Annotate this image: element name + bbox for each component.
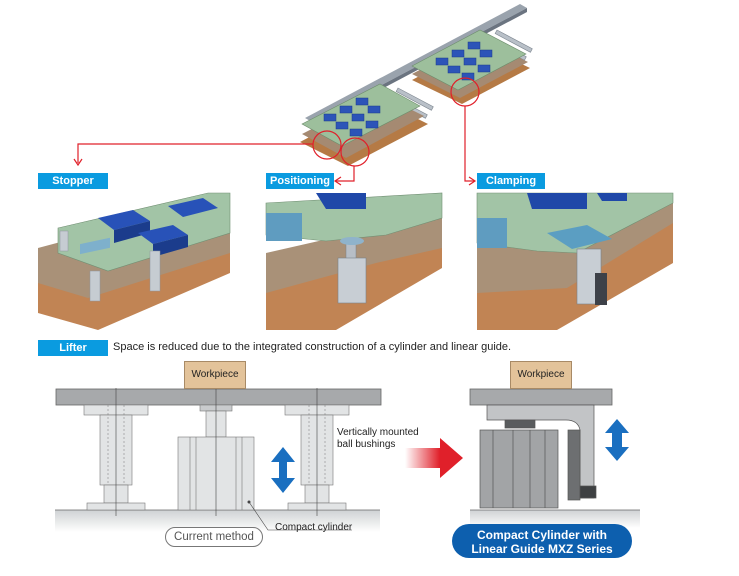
stopper-detail-illustration [38, 192, 231, 330]
leader-line-clamping [464, 106, 474, 182]
overview-assembly-illustration [73, 4, 533, 186]
ball-bushings-label-line1: Vertically mounted [337, 427, 419, 438]
lift-table-new [469, 388, 613, 406]
badge-positioning: Positioning [266, 173, 334, 189]
badge-stopper: Stopper [38, 173, 108, 189]
guide-rail [305, 4, 527, 122]
badge-lifter: Lifter [38, 340, 108, 356]
positioning-detail-illustration [265, 192, 443, 330]
callout-circle-positioning [340, 137, 370, 167]
transition-arrow [405, 438, 463, 478]
vertical-motion-arrow-current [271, 447, 295, 493]
floor [55, 510, 380, 532]
mxz-series-label-line1: Compact Cylinder with [476, 528, 607, 542]
current-method-label: Current method [165, 527, 263, 547]
compact-cylinder-label: Compact cylinder [275, 522, 353, 533]
compact-cylinder-leader [248, 501, 352, 531]
lifter-description: Space is reduced due to the integrated c… [113, 341, 512, 353]
vertical-motion-arrow-new [605, 419, 629, 461]
ball-bushings-label-line2: ball bushings [337, 439, 396, 450]
mxz-series-label: Compact Cylinder with Linear Guide MXZ S… [452, 524, 632, 558]
workpiece-new: Workpiece [510, 361, 572, 389]
mxz-compact-cylinder [479, 404, 597, 509]
workpiece-current: Workpiece [184, 361, 246, 389]
pallet-right [411, 29, 530, 104]
mxz-series-label-line2: Linear Guide MXZ Series [471, 542, 613, 556]
pallet-left [300, 83, 428, 166]
callout-circle-stopper [312, 130, 342, 160]
leader-line-positioning [336, 166, 355, 182]
lift-table [55, 388, 382, 406]
clamping-detail-illustration [476, 192, 674, 330]
leader-line-stopper [77, 143, 313, 163]
badge-clamping: Clamping [477, 173, 545, 189]
